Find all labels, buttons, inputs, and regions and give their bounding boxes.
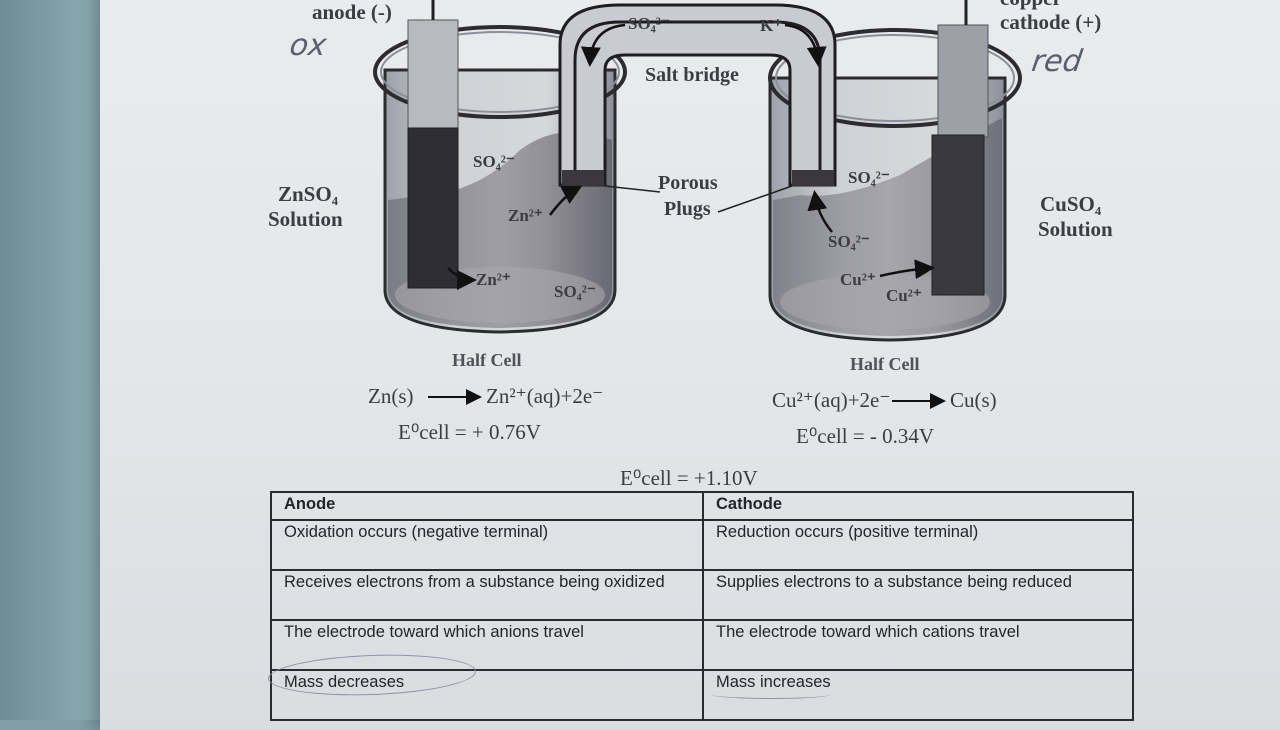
ion-arrows xyxy=(447,185,935,290)
left-ion-label: Zn²⁺ xyxy=(476,270,511,289)
reaction-arrows xyxy=(428,389,946,409)
left-ion-label: SO₄²⁻ xyxy=(554,282,596,301)
right-half-cell-label: Half Cell xyxy=(850,354,920,374)
salt-bridge-label: Salt bridge xyxy=(645,64,739,86)
table-cell: The electrode toward which anions travel xyxy=(270,619,704,671)
right-ion-label: SO₄²⁻ xyxy=(848,168,890,187)
table-row: The electrode toward which anions travel… xyxy=(270,619,1134,671)
header-cathode: Cathode xyxy=(702,491,1134,521)
bridge-anion-label: SO₄²⁻ xyxy=(628,14,670,33)
right-reaction-product: Cu(s) xyxy=(950,388,997,412)
header-anode: Anode xyxy=(270,491,704,521)
table-cell: Supplies electrons to a substance being … xyxy=(702,569,1134,621)
cathode-label-top: copper xyxy=(1000,0,1062,11)
table-cell: The electrode toward which cations trave… xyxy=(702,619,1134,671)
salt-bridge xyxy=(558,3,837,187)
left-reaction-reactant: Zn(s) xyxy=(368,384,414,408)
anode-handwritten-note: ox xyxy=(287,28,329,63)
zinc-electrode xyxy=(407,0,459,289)
right-ion-label: SO₄²⁻ xyxy=(828,232,870,251)
left-cell-potential: E⁰cell = + 0.76V xyxy=(398,420,541,444)
left-solution-label-2: Solution xyxy=(268,207,343,231)
right-cell-potential: E⁰cell = - 0.34V xyxy=(796,424,935,448)
table-cell: Mass decreases xyxy=(270,669,704,721)
left-solution-label-1: ZnSO₄ xyxy=(278,182,338,206)
table-header-row: Anode Cathode xyxy=(270,491,1134,521)
table-row: Oxidation occurs (negative terminal) Red… xyxy=(270,519,1134,571)
right-reaction-reactant: Cu²⁺(aq)+2e⁻ xyxy=(772,388,891,412)
right-solution-label-1: CuSO₄ xyxy=(1040,192,1102,216)
total-cell-potential: E⁰cell = +1.10V xyxy=(620,466,758,490)
right-solution-label-2: Solution xyxy=(1038,217,1113,241)
right-ion-label: Cu²⁺ xyxy=(840,270,876,289)
table-row: Receives electrons from a substance bein… xyxy=(270,569,1134,621)
left-ion-label: SO₄²⁻ xyxy=(473,152,515,171)
table-cell: Oxidation occurs (negative terminal) xyxy=(270,519,704,571)
table-cell: Receives electrons from a substance bein… xyxy=(270,569,704,621)
table-cell: Reduction occurs (positive terminal) xyxy=(702,519,1134,571)
table-row: Mass decreases Mass increases xyxy=(270,669,1134,721)
left-reaction-product: Zn²⁺(aq)+2e⁻ xyxy=(486,384,604,408)
handwritten-underline-mark xyxy=(712,690,830,699)
cathode-label: cathode (+) xyxy=(1000,10,1102,34)
left-half-cell-label: Half Cell xyxy=(452,350,522,370)
anode-cathode-table: Anode Cathode Oxidation occurs (negative… xyxy=(270,491,1134,721)
right-ion-label: Cu²⁺ xyxy=(886,286,922,305)
porous-label-line1: Porous xyxy=(658,172,718,194)
copper-electrode xyxy=(931,0,989,296)
cathode-handwritten-note: red xyxy=(1029,44,1085,79)
anode-label: anode (-) xyxy=(312,0,392,24)
bridge-cation-label: K⁺ xyxy=(760,16,783,35)
left-ion-label: Zn²⁺ xyxy=(508,206,543,225)
porous-label-line2: Plugs xyxy=(664,198,711,220)
